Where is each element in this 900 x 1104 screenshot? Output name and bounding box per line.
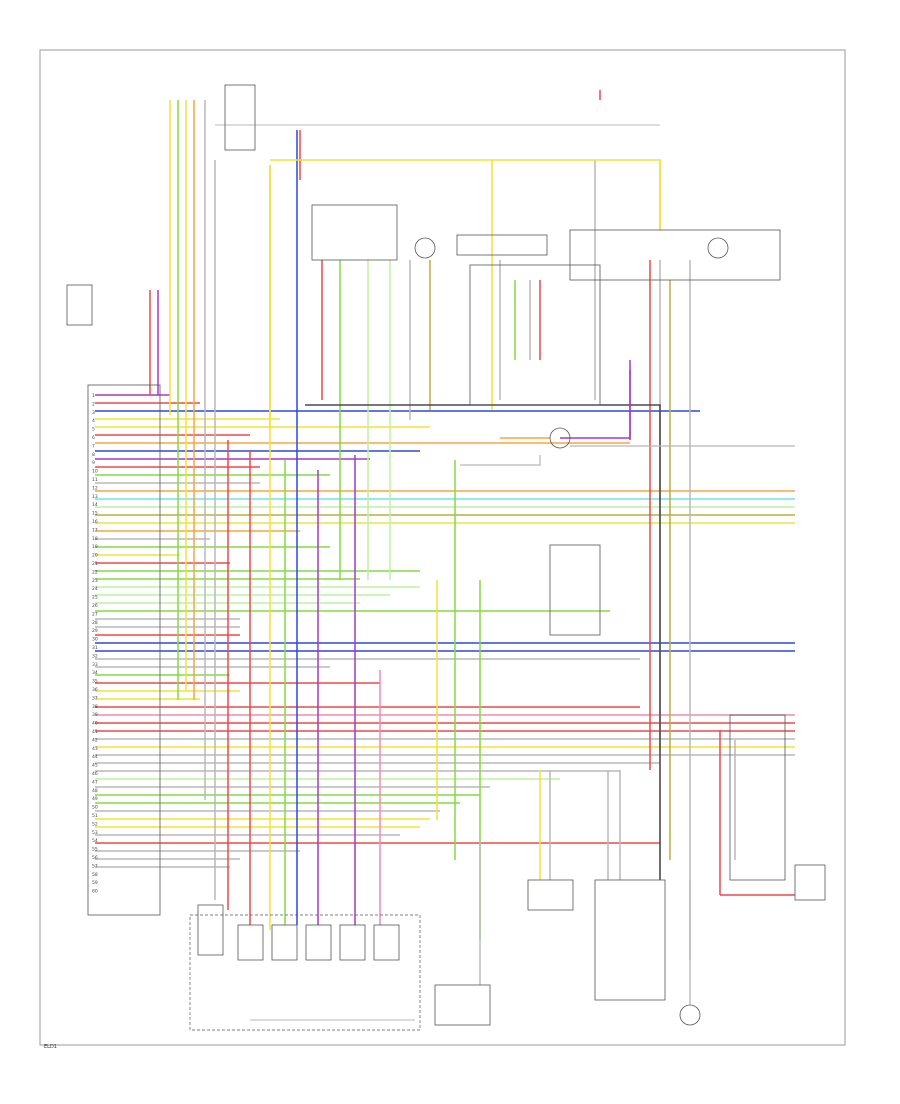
diagram-border bbox=[39, 49, 846, 1046]
pin-number: 42 bbox=[92, 737, 98, 743]
pin-number: 45 bbox=[92, 763, 98, 769]
pin-number: 46 bbox=[92, 771, 98, 777]
solenoid-5 bbox=[373, 924, 400, 961]
solenoid-2 bbox=[271, 924, 298, 961]
pin-number: 48 bbox=[92, 788, 98, 794]
fuse-panel bbox=[224, 84, 256, 151]
pin-number: 37 bbox=[92, 695, 98, 701]
signal-wire bbox=[560, 370, 631, 439]
ecu-connector-block bbox=[87, 384, 161, 916]
pin-number: 29 bbox=[92, 628, 98, 634]
temp-sensor bbox=[197, 904, 224, 956]
pin-number: 39 bbox=[92, 712, 98, 718]
pin-number: 49 bbox=[92, 796, 98, 802]
solenoid-1 bbox=[237, 924, 264, 961]
pin-number: 56 bbox=[92, 855, 98, 861]
pin-number: 44 bbox=[92, 754, 98, 760]
pin-number: 41 bbox=[92, 729, 98, 735]
pin-number: 2 bbox=[92, 401, 95, 407]
pin-number: 59 bbox=[92, 880, 98, 886]
indicator-symbol bbox=[549, 427, 571, 449]
pin-number: 51 bbox=[92, 813, 98, 819]
pin-number: 5 bbox=[92, 427, 95, 433]
pin-number: 28 bbox=[92, 620, 98, 626]
solenoid-3 bbox=[305, 924, 332, 961]
pin-number: 30 bbox=[92, 637, 98, 643]
pin-number: 25 bbox=[92, 595, 98, 601]
pin-layer: 1234567891011121314151617181920212223242… bbox=[92, 393, 98, 895]
lamp-symbol bbox=[414, 237, 436, 259]
pin-number: 18 bbox=[92, 536, 98, 542]
pin-number: 38 bbox=[92, 704, 98, 710]
pin-number: 24 bbox=[92, 586, 98, 592]
pin-number: 27 bbox=[92, 611, 98, 617]
top-bus-wire bbox=[270, 159, 661, 230]
pin-number: 9 bbox=[92, 460, 95, 466]
throttle-position-box bbox=[794, 864, 826, 901]
pin-number: 31 bbox=[92, 645, 98, 651]
solenoid-4 bbox=[339, 924, 366, 961]
right-connector bbox=[729, 714, 786, 881]
pin-number: 53 bbox=[92, 830, 98, 836]
pin-number: 60 bbox=[92, 889, 98, 895]
pin-number: 7 bbox=[92, 443, 95, 449]
pin-number: 15 bbox=[92, 511, 98, 517]
pin-number: 3 bbox=[92, 410, 95, 416]
pin-number: 40 bbox=[92, 721, 98, 727]
pin-number: 47 bbox=[92, 779, 98, 785]
pin-number: 4 bbox=[92, 418, 95, 424]
pin-number: 17 bbox=[92, 527, 98, 533]
pin-number: 22 bbox=[92, 569, 98, 575]
pin-number: 58 bbox=[92, 872, 98, 878]
pin-number: 57 bbox=[92, 863, 98, 869]
pin-number: 10 bbox=[92, 469, 98, 475]
solenoid-block bbox=[189, 914, 421, 1031]
pin-number: 13 bbox=[92, 494, 98, 500]
pin-number: 32 bbox=[92, 653, 98, 659]
relay-box bbox=[311, 204, 398, 261]
speed-sensor-coil bbox=[679, 1004, 701, 1026]
pin-number: 11 bbox=[92, 477, 98, 483]
pin-number: 34 bbox=[92, 670, 98, 676]
switch-wire bbox=[460, 455, 541, 466]
right-relay-box bbox=[569, 229, 781, 281]
pin-number: 26 bbox=[92, 603, 98, 609]
speed-sensor-box bbox=[527, 879, 574, 911]
pin-number: 21 bbox=[92, 561, 98, 567]
throttle-sensor bbox=[434, 984, 491, 1026]
pin-number: 8 bbox=[92, 452, 95, 458]
shift-lock-panel bbox=[469, 264, 601, 406]
pin-number: 19 bbox=[92, 544, 98, 550]
pin-number: 12 bbox=[92, 485, 98, 491]
wire-layer bbox=[95, 90, 795, 1021]
sensor-box-left bbox=[66, 284, 93, 326]
indicator-symbol-right bbox=[707, 237, 729, 259]
pin-number: 54 bbox=[92, 838, 98, 844]
pin-number: 35 bbox=[92, 679, 98, 685]
pin-number: 43 bbox=[92, 746, 98, 752]
switch-box bbox=[549, 544, 601, 636]
pin-number: 14 bbox=[92, 502, 98, 508]
switch-cluster bbox=[456, 234, 548, 256]
pin-number: 36 bbox=[92, 687, 98, 693]
figure-id: ELD1 bbox=[44, 1044, 57, 1050]
pin-number: 16 bbox=[92, 519, 98, 525]
pin-number: 6 bbox=[92, 435, 95, 441]
pin-number: 20 bbox=[92, 553, 98, 559]
pin-number: 1 bbox=[92, 393, 95, 399]
pin-number: 23 bbox=[92, 578, 98, 584]
pin-number: 55 bbox=[92, 847, 98, 853]
pin-number: 50 bbox=[92, 805, 98, 811]
component-layer bbox=[66, 84, 826, 1031]
neutral-switch bbox=[594, 879, 666, 1001]
pin-number: 52 bbox=[92, 821, 98, 827]
pin-number: 33 bbox=[92, 662, 98, 668]
